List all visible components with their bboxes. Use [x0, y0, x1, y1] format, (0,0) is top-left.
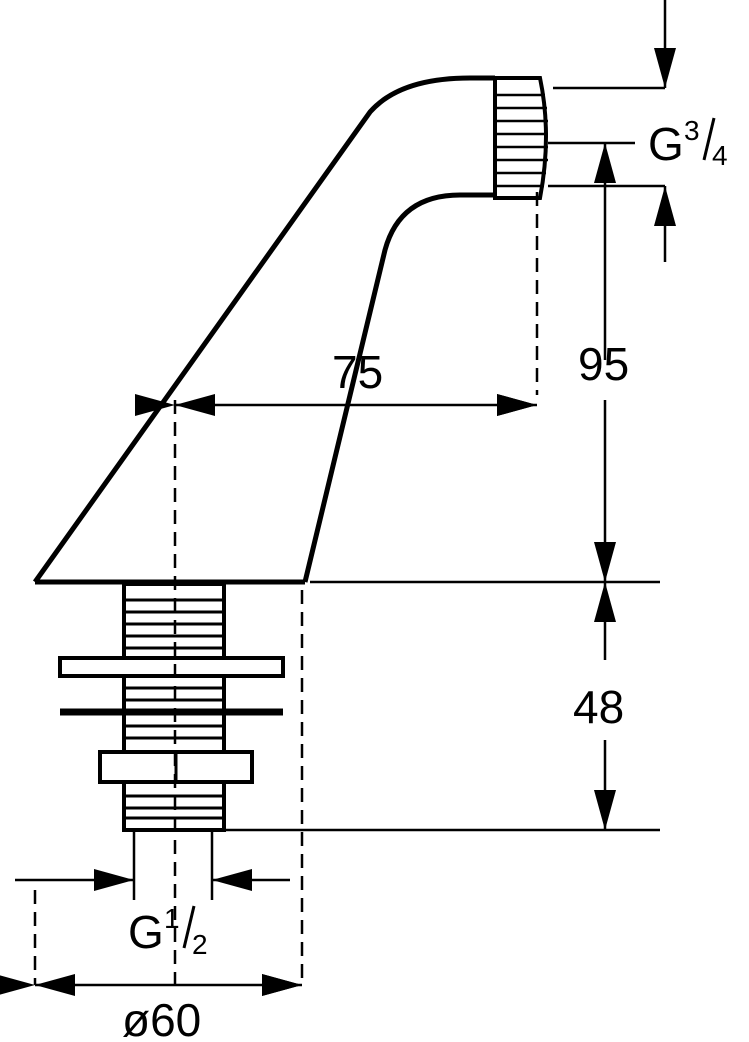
dimension-height-upper: 95 — [578, 338, 629, 390]
washer — [58, 656, 285, 678]
svg-text:3: 3 — [684, 115, 700, 146]
svg-text:G: G — [128, 906, 164, 958]
dimension-reach: 75 — [332, 346, 383, 398]
inlet-thread-label: G 1 2 — [128, 903, 208, 960]
svg-text:1: 1 — [164, 903, 180, 934]
dimension-height-lower: 48 — [573, 681, 624, 733]
dimension-lines — [0, 0, 676, 996]
outlet-thread — [493, 76, 548, 200]
inlet-shank — [58, 582, 285, 832]
outlet-thread-label: G 3 4 — [648, 115, 728, 171]
spout-body — [32, 75, 495, 585]
svg-text:2: 2 — [192, 929, 208, 960]
dimension-base-diameter: ø60 — [122, 994, 201, 1042]
svg-text:4: 4 — [712, 140, 728, 171]
svg-text:G: G — [648, 118, 684, 170]
